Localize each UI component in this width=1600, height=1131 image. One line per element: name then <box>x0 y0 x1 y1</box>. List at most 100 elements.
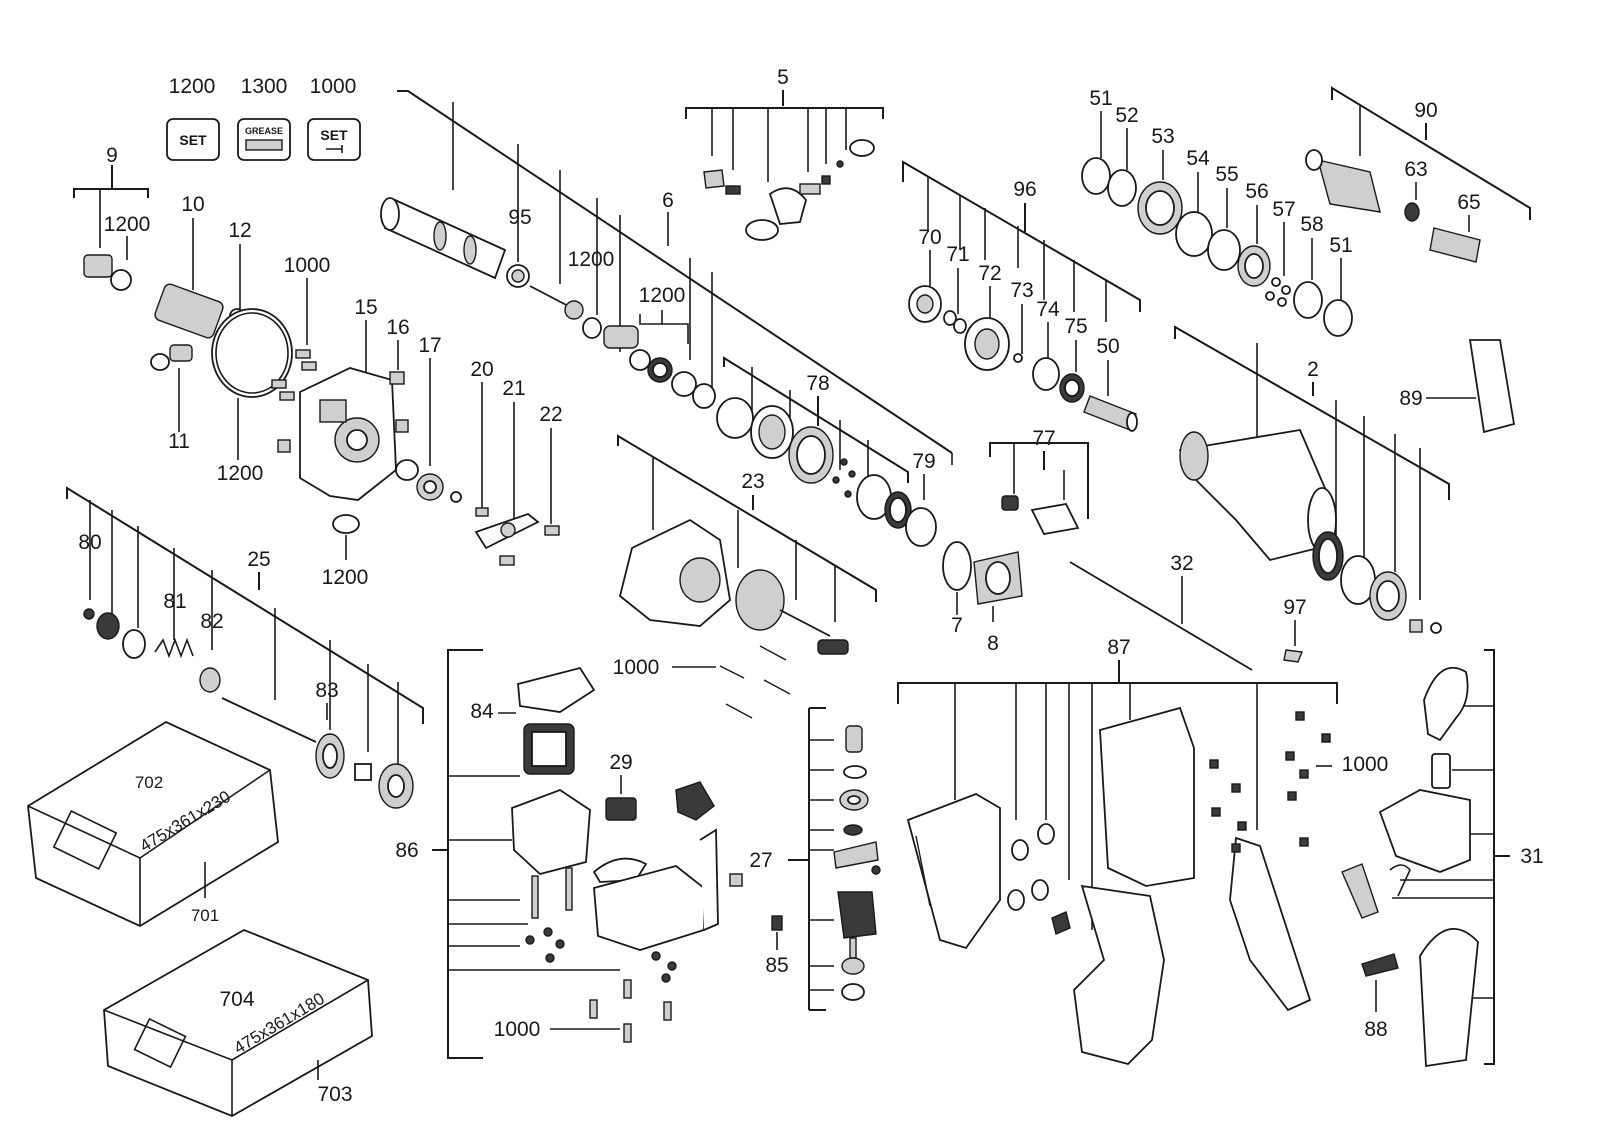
part-label: 15 <box>354 296 377 319</box>
part-label: 84 <box>470 700 494 723</box>
part-label: 50 <box>1096 335 1119 358</box>
part-label: 6 <box>662 189 674 212</box>
part-label: 1200 <box>322 566 369 589</box>
part-label: 81 <box>163 590 186 613</box>
set-badge-1200[interactable]: 1200 SET <box>166 75 220 161</box>
part-label: 701 <box>191 906 219 925</box>
part-label: 87 <box>1107 636 1130 659</box>
part-label: 27 <box>749 849 772 872</box>
badge-number: 1200 <box>169 75 216 98</box>
part-label: 20 <box>470 358 493 381</box>
group-51-58: 51 52 53 54 55 56 57 58 51 <box>1081 87 1353 337</box>
part-label: 85 <box>765 954 788 977</box>
part-label: 11 <box>168 430 190 453</box>
part-label: 90 <box>1414 99 1437 122</box>
part-label: 63 <box>1404 158 1427 181</box>
part-label: 78 <box>806 372 829 395</box>
part-97: 97 <box>1283 596 1307 663</box>
group-90: 90 63 65 <box>1305 86 1531 263</box>
part-label: 1200 <box>104 213 151 236</box>
part-label: 702 <box>135 773 163 792</box>
group-25: 25 80 81 82 83 <box>66 486 424 809</box>
carry-case-large: 702 475x361x230 701 <box>27 720 279 928</box>
part-label: 86 <box>395 839 418 862</box>
set-badge-1300[interactable]: 1300 GREASE <box>237 75 291 161</box>
grease-tube-icon <box>245 139 283 151</box>
part-label: 5 <box>777 66 789 89</box>
part-label: 1000 <box>613 656 660 679</box>
group-96: 96 70 71 72 73 74 75 50 <box>902 160 1141 432</box>
part-label: 95 <box>508 206 531 229</box>
part-label: 51 <box>1089 87 1112 110</box>
part-label: 79 <box>912 450 935 473</box>
carry-case-small: 704 475x361x180 703 <box>103 929 373 1117</box>
badge-number: 1300 <box>241 75 288 98</box>
part-label: 22 <box>539 403 562 426</box>
part-label: 77 <box>1032 427 1055 450</box>
part-label: 65 <box>1457 191 1480 214</box>
part-label: 29 <box>609 751 632 774</box>
set-screw-icon: SET <box>320 127 348 143</box>
part-label: 71 <box>946 243 969 266</box>
part-label: 51 <box>1329 234 1352 257</box>
part-label: 52 <box>1115 104 1138 127</box>
part-label: 9 <box>106 144 118 167</box>
part-label: 96 <box>1013 178 1036 201</box>
group-87: 87 1000 <box>897 636 1389 1066</box>
part-label: 56 <box>1245 180 1268 203</box>
part-label: 10 <box>181 193 204 216</box>
group-86: 86 84 29 1000 <box>395 649 743 1059</box>
group-15: 1000 15 16 17 1200 <box>271 254 462 589</box>
part-label: 55 <box>1215 163 1238 186</box>
part-label: 16 <box>386 316 409 339</box>
group-5: 5 <box>685 66 884 241</box>
part-label: 25 <box>247 548 270 571</box>
part-32: 32 <box>1069 552 1253 671</box>
part-label: 82 <box>200 610 223 633</box>
part-label: 54 <box>1186 147 1210 170</box>
part-label: 23 <box>741 470 764 493</box>
part-label: 31 <box>1520 845 1543 868</box>
part-label: 88 <box>1364 1018 1387 1041</box>
group-20-22: 20 21 22 <box>470 358 563 566</box>
part-label: 21 <box>502 377 525 400</box>
part-label: 70 <box>918 226 941 249</box>
part-label: 97 <box>1283 596 1306 619</box>
group-23: 23 <box>617 434 877 655</box>
part-label: 89 <box>1399 387 1422 410</box>
part-label: 1200 <box>568 248 615 271</box>
part-label: 57 <box>1272 198 1295 221</box>
set-badge-1000[interactable]: 1000 SET <box>307 75 361 161</box>
part-label: 75 <box>1064 315 1087 338</box>
group-6: 6 95 1200 1200 78 79 <box>380 90 953 547</box>
part-label: 1000 <box>1342 753 1389 776</box>
part-label: 32 <box>1170 552 1193 575</box>
screws-1000-middle: 1000 <box>613 645 791 719</box>
part-label: 80 <box>78 531 101 554</box>
group-2: 2 <box>1174 325 1450 634</box>
set-icon: SET <box>179 132 207 148</box>
part-label: 703 <box>317 1083 352 1106</box>
part-89: 89 <box>1399 339 1516 434</box>
part-label: 1200 <box>217 462 264 485</box>
group-7-8: 7 8 <box>942 541 1023 655</box>
part-label: 53 <box>1151 125 1174 148</box>
part-label: 8 <box>987 632 999 655</box>
part-label: 83 <box>315 679 338 702</box>
group-77: 77 <box>989 427 1089 536</box>
part-label: 2 <box>1307 358 1319 381</box>
part-label: 1200 <box>639 284 686 307</box>
part-label: 1000 <box>284 254 331 277</box>
part-label: 58 <box>1300 213 1323 236</box>
part-label: 1000 <box>494 1018 541 1041</box>
group-10-12: 10 12 11 1200 <box>150 193 293 485</box>
part-label: 7 <box>951 614 963 637</box>
part-label: 12 <box>228 219 251 242</box>
part-label: 73 <box>1010 279 1033 302</box>
group-27: 27 85 <box>749 707 881 1011</box>
part-label: 17 <box>418 334 441 357</box>
part-label: 704 <box>219 988 254 1011</box>
group-9: 9 1200 <box>73 144 151 291</box>
part-label: 74 <box>1036 298 1060 321</box>
